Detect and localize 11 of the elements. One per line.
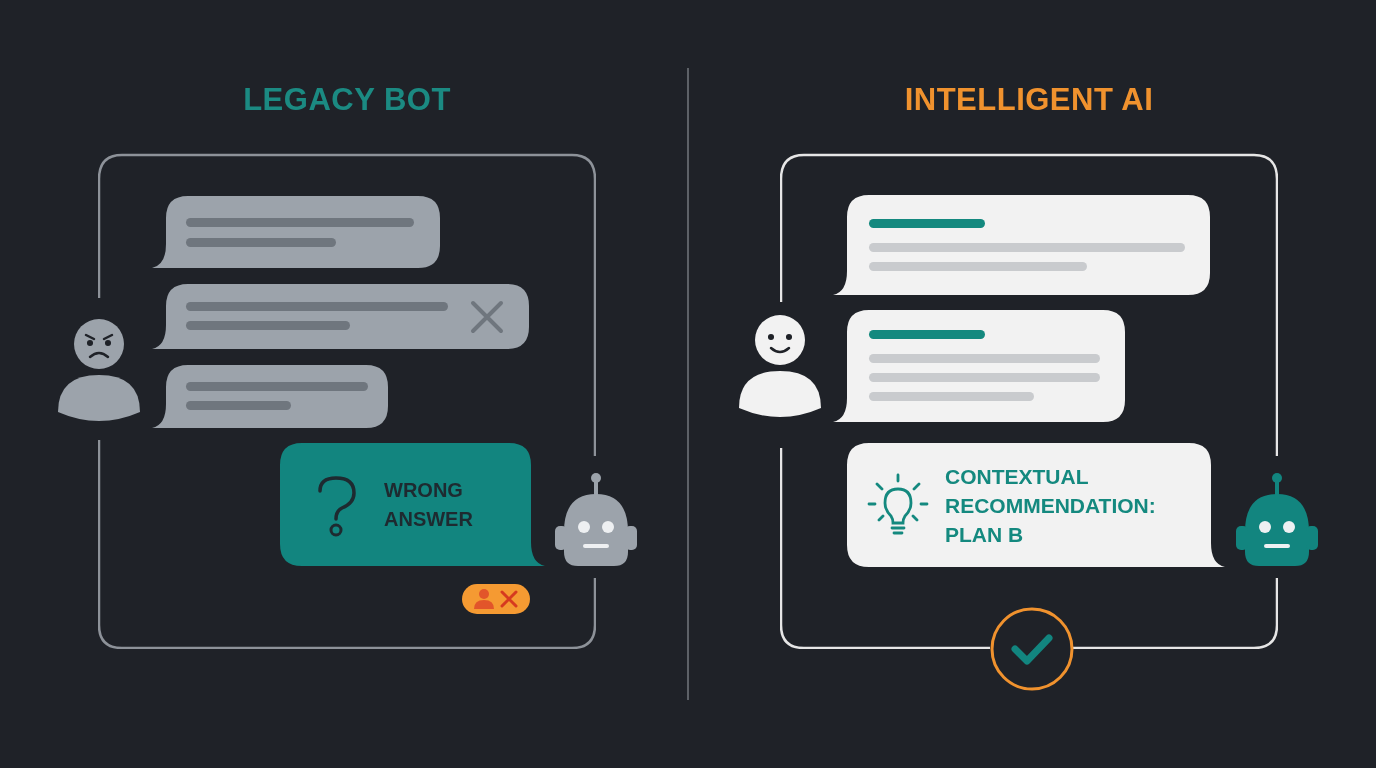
chat-bubble [152, 284, 529, 349]
chat-bubble [152, 365, 388, 428]
chat-bubble [847, 443, 1225, 567]
bubble-text: WRONG ANSWER [384, 477, 474, 532]
bubble-text: CONTEXTUAL RECOMMENDATION: PLAN B [945, 463, 1157, 548]
chat-bubble [833, 310, 1125, 422]
panel-heading: INTELLIGENT AI [903, 81, 1155, 119]
chat-bubble [280, 443, 545, 566]
panel-heading: LEGACY BOT [242, 81, 452, 119]
chat-bubble [152, 196, 440, 268]
chat-bubble [833, 195, 1210, 295]
